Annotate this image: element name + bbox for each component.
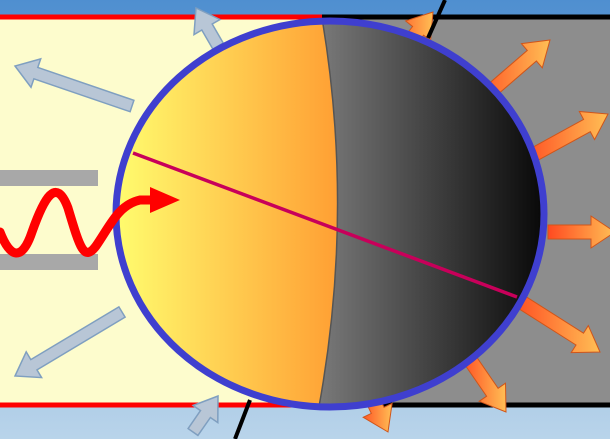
rotation-axis-north: [426, 0, 447, 39]
incoming-sunlight-arrowhead: [150, 187, 180, 213]
rotation-axis-south: [233, 399, 252, 439]
reflected-sunlight-arrow: [193, 6, 225, 51]
thermal-emission-arrow: [547, 215, 610, 249]
night-hemisphere: [318, 21, 544, 407]
day-night-terminator: [317, 21, 339, 407]
reflected-radiation-group: [13, 6, 225, 437]
lower-filter-bar: [0, 254, 98, 270]
equator-line: [132, 151, 518, 299]
incoming-sunlight-wave: [0, 188, 155, 258]
reflected-sunlight-arrow: [187, 394, 219, 437]
reflected-sunlight-arrow: [13, 57, 135, 113]
thermal-emission-arrow: [510, 291, 601, 354]
upper-filter-bar: [0, 170, 98, 186]
reflected-sunlight-arrow: [13, 305, 127, 379]
